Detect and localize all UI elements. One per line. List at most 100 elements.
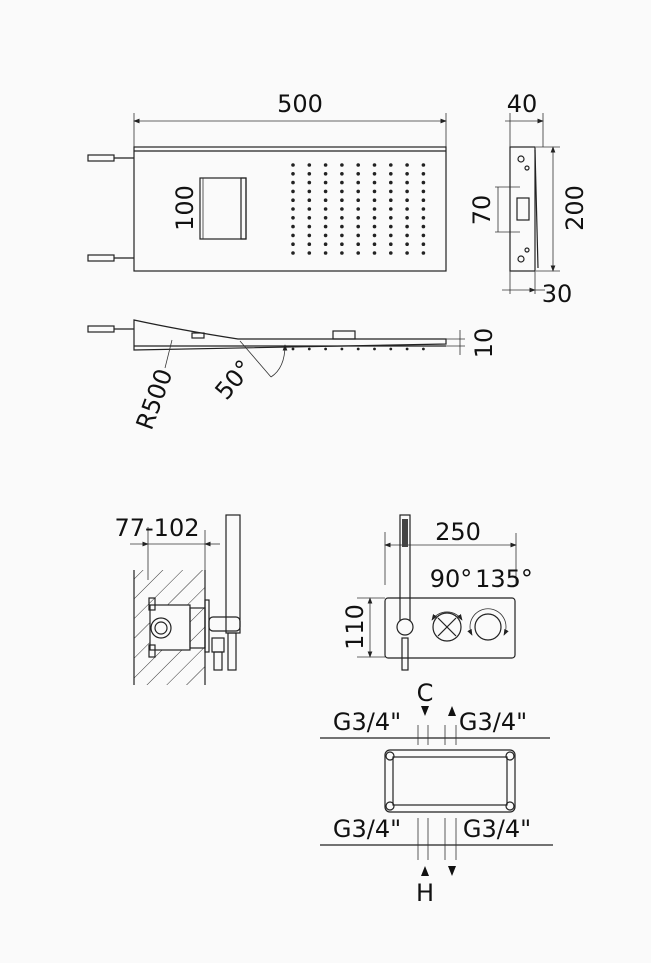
nozzle-dot — [372, 242, 377, 246]
radius-label: R500 — [131, 365, 179, 433]
inlet-label: 70 — [468, 195, 496, 226]
nozzle-dot — [389, 216, 393, 220]
profile-height-label: 10 — [470, 328, 498, 359]
nozzle-dot — [421, 180, 426, 185]
mixer-side-view: 77-102 — [114, 514, 241, 685]
nozzle-dot — [307, 163, 312, 167]
nozzle-dot — [405, 189, 409, 194]
depth-range-label: 77-102 — [114, 514, 199, 542]
side-body — [509, 146, 536, 272]
nozzle-dot — [389, 242, 393, 246]
nozzle-tip — [340, 347, 344, 351]
nozzle-dot — [389, 172, 393, 176]
nozzle-dot — [356, 180, 361, 185]
nozzle-dot — [421, 242, 426, 246]
nozzle-tip — [373, 347, 376, 351]
mixer-plate — [384, 597, 516, 659]
angle2-label: 135° — [475, 565, 533, 593]
nozzle-dot — [356, 216, 361, 220]
nozzle-dot — [421, 251, 426, 255]
nozzle-dot — [372, 207, 377, 211]
nozzle-dot — [356, 207, 361, 211]
rain-nozzle-grid — [291, 163, 426, 255]
nozzle-dot — [421, 233, 426, 238]
nozzle-dot — [323, 251, 328, 255]
nozzle-dot — [340, 180, 344, 185]
nozzle-dot — [356, 233, 361, 238]
thread-label-bottom-left: G3/4" — [333, 815, 401, 843]
nozzle-dot — [372, 172, 377, 176]
nozzle-dot — [405, 207, 409, 211]
outlet-arrow-icon — [448, 866, 456, 876]
nozzle-dot — [307, 216, 312, 220]
nozzle-dot — [356, 198, 361, 202]
nozzle-dot — [405, 180, 409, 185]
height-label: 110 — [341, 604, 369, 650]
nozzle-dot — [307, 172, 312, 176]
wall-label: 30 — [542, 280, 573, 308]
hot-label: H — [416, 879, 434, 907]
pipe-connector-bottom — [87, 254, 134, 262]
nozzle-dot — [291, 172, 295, 176]
nozzle-dot — [291, 242, 295, 246]
nozzle-dot — [372, 224, 377, 229]
nozzle-tip — [422, 347, 425, 351]
nozzle-dot — [389, 180, 393, 185]
thread-label-bottom-right: G3/4" — [463, 815, 531, 843]
shower-panel — [133, 146, 447, 272]
thermostat-knob[interactable] — [467, 608, 509, 641]
nozzle-dot — [323, 180, 328, 185]
nozzle-dot — [389, 163, 393, 167]
hot-arrow-icon — [421, 866, 429, 876]
cold-arrow-icon — [421, 706, 429, 716]
angle1-label: 90° — [430, 565, 473, 593]
nozzle-dot — [421, 224, 426, 229]
nozzle-dot — [372, 233, 377, 238]
nozzle-dot — [340, 224, 344, 229]
nozzle-dot — [356, 172, 361, 176]
nozzle-dot — [372, 163, 377, 167]
nozzle-dot — [421, 198, 426, 202]
nozzle-dot — [389, 224, 393, 229]
nozzle-dot — [372, 189, 377, 194]
connection-diagram: C H G3/4" G3/4" G3/4" G3/4" — [320, 679, 553, 907]
diverter-knob[interactable] — [431, 611, 463, 642]
nozzle-dot — [405, 224, 409, 229]
nozzle-dot — [340, 172, 344, 176]
nozzle-dot — [372, 198, 377, 202]
nozzle-dot — [340, 207, 344, 211]
outlet-arrow-icon — [448, 706, 456, 716]
width-label: 250 — [435, 518, 481, 546]
nozzle-dot — [372, 251, 377, 255]
nozzle-dot — [291, 233, 295, 238]
nozzle-dot — [405, 251, 409, 255]
nozzle-dot — [307, 242, 312, 246]
nozzle-dot — [340, 198, 344, 202]
nozzle-dot — [421, 189, 426, 194]
nozzle-dot — [356, 224, 361, 229]
nozzle-dot — [291, 189, 295, 194]
nozzle-dot — [340, 251, 344, 255]
nozzle-dot — [405, 242, 409, 246]
nozzle-dot — [389, 207, 393, 211]
pipe-connector-top — [87, 154, 134, 162]
hand-shower — [225, 514, 241, 634]
nozzle-dot — [340, 233, 344, 238]
nozzle-dot — [356, 242, 361, 246]
nozzle-dot — [323, 224, 328, 229]
nozzle-dot — [323, 189, 328, 194]
nozzle-dot — [307, 233, 312, 238]
nozzle-tip — [324, 347, 327, 351]
nozzle-dot — [389, 251, 393, 255]
nozzle-dot — [323, 172, 328, 176]
nozzle-dot — [307, 251, 312, 255]
nozzle-dot — [389, 189, 393, 194]
nozzle-tip — [291, 347, 295, 351]
nozzle-dot — [340, 189, 344, 194]
profile-nozzles — [291, 347, 425, 351]
nozzle-tip — [389, 347, 393, 351]
nozzle-dot — [291, 180, 295, 185]
nozzle-dot — [405, 163, 409, 167]
cold-label: C — [417, 679, 434, 707]
